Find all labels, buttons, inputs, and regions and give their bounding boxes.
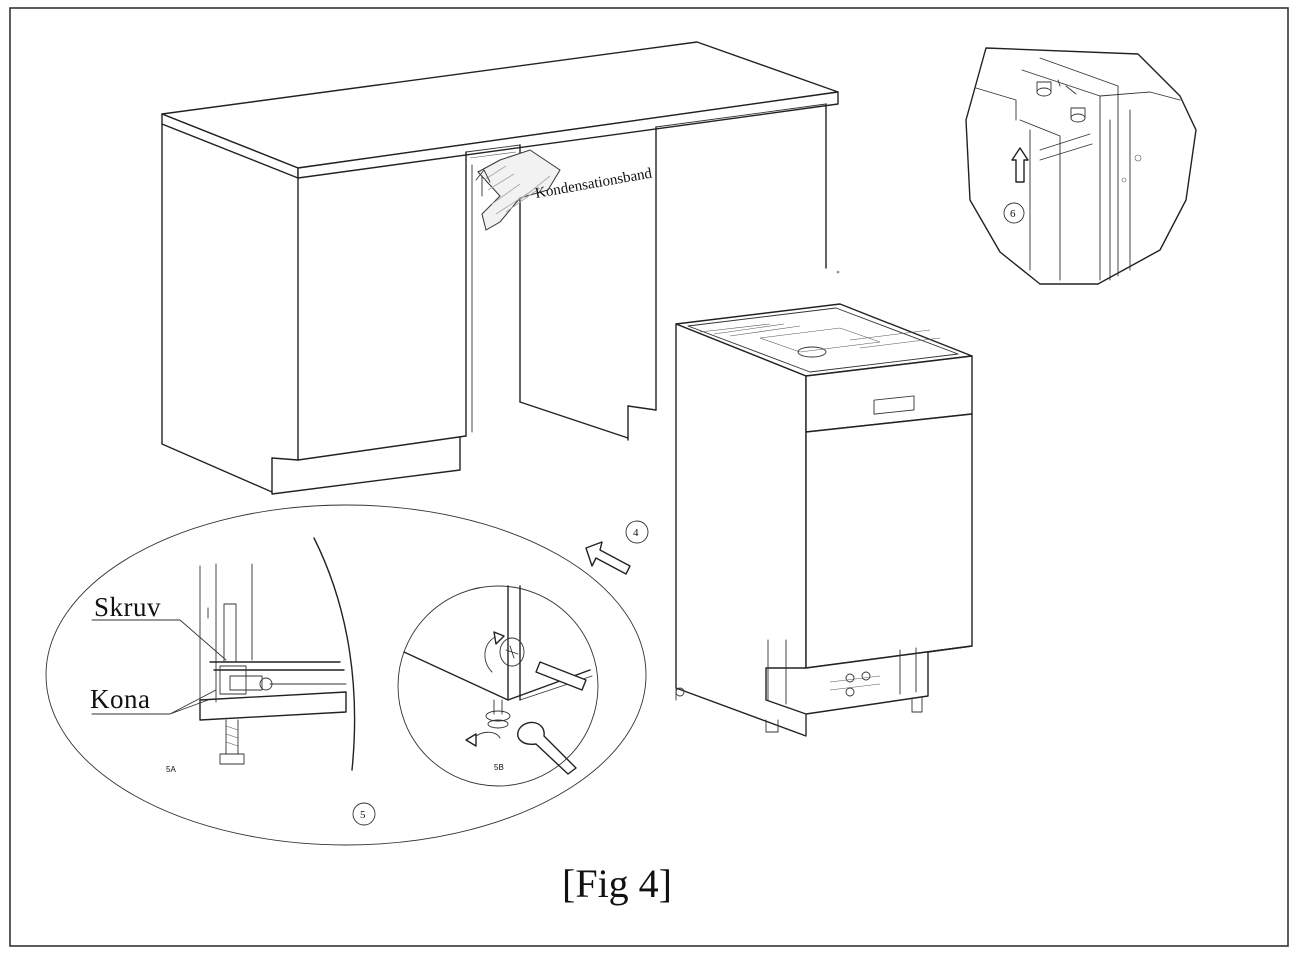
screw-label: Skruv (94, 592, 161, 622)
detail-5-inset: Skruv Kona 5A 5B 5 (45, 504, 647, 846)
svg-text:6: 6 (1010, 208, 1016, 220)
page-border (9, 7, 1289, 947)
dishwasher (675, 303, 973, 737)
detail-5a-label: 5A (166, 765, 176, 774)
step-5-label: 5 (360, 809, 366, 821)
svg-text:4: 4 (633, 527, 639, 539)
cone-label: Kona (90, 684, 150, 714)
detail-5b-label: 5B (494, 763, 504, 772)
detail-5b: 5B (397, 585, 599, 787)
kitchen-cabinet (161, 41, 839, 495)
detail-5a (91, 537, 356, 771)
detail-6-inset: 6 (965, 47, 1197, 285)
condensation-band (475, 149, 561, 231)
step-4-marker: 4 (585, 520, 649, 575)
figure-caption: [Fig 4] (562, 861, 672, 906)
